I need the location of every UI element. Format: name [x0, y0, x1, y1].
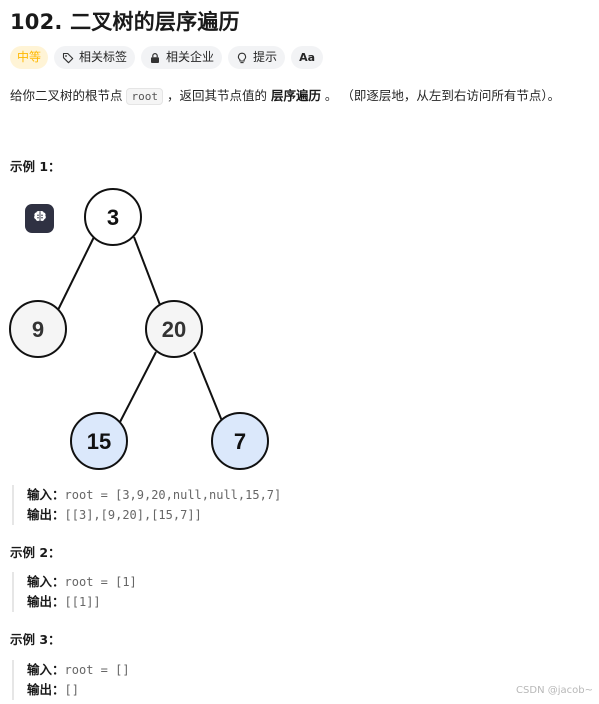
tree-edge-3-9 — [57, 236, 95, 311]
inline-code-root: root — [126, 88, 163, 105]
hint-label: 提示 — [253, 50, 278, 64]
output-value: [[1]] — [64, 595, 101, 609]
example-1-heading: 示例 1： — [10, 159, 61, 174]
example-1-output-line: 输出：[[3],[9,20],[15,7]] — [27, 505, 281, 525]
tree-node-circle — [70, 412, 128, 470]
tree-node-circle — [84, 188, 142, 246]
output-value: [[3],[9,20],[15,7]] — [64, 508, 202, 522]
description-text-2: ，返回其节点值的 — [162, 88, 271, 103]
example-1-io: 输入：root = [3,9,20,null,null,15,7] 输出：[[3… — [12, 485, 281, 525]
example-3-input-line: 输入：root = [] — [27, 660, 130, 680]
output-label: 输出： — [27, 594, 65, 609]
difficulty-label: 中等 — [17, 50, 42, 64]
example-2-input-line: 输入：root = [1] — [27, 572, 137, 592]
brain-icon — [32, 209, 48, 229]
output-label: 输出： — [27, 682, 65, 697]
tree-node: 9 — [9, 300, 67, 358]
output-label: 输出： — [27, 507, 65, 522]
difficulty-badge[interactable]: 中等 — [10, 46, 49, 69]
tree-node-circle — [9, 300, 67, 358]
lightbulb-icon — [236, 52, 248, 64]
input-value: root = [] — [64, 663, 130, 677]
binary-tree-diagram: 3 9 20 15 7 — [9, 188, 269, 470]
input-value: root = [3,9,20,null,null,15,7] — [64, 488, 282, 502]
tag-bar: 中等 相关标签 相关企业 提示 Aa — [10, 46, 323, 70]
example-2-output-line: 输出：[[1]] — [27, 592, 137, 612]
input-label: 输入： — [27, 574, 65, 589]
lock-icon — [149, 52, 161, 64]
example-3-output-line: 输出：[] — [27, 680, 130, 700]
tree-edge-20-7 — [193, 351, 223, 422]
description-text-3: 。 （即逐层地，从左到右访问所有节点）。 — [320, 88, 561, 103]
tree-node: 20 — [145, 300, 203, 358]
input-label: 输入： — [27, 662, 65, 677]
tree-node-label: 7 — [234, 429, 246, 454]
input-value: root = [1] — [64, 575, 137, 589]
watermark: CSDN @jacob~ — [516, 685, 593, 696]
related-tags-button[interactable]: 相关标签 — [54, 46, 136, 69]
tree-edge-20-15 — [119, 351, 157, 423]
related-tags-label: 相关标签 — [79, 50, 128, 64]
tree-node-label: 20 — [162, 317, 186, 342]
output-value: [] — [64, 683, 79, 697]
example-3-heading: 示例 3： — [10, 632, 61, 647]
tree-node-circle — [145, 300, 203, 358]
tree-node: 7 — [211, 412, 269, 470]
translate-icon: Aa — [299, 51, 315, 64]
problem-description: 给你二叉树的根节点 root ，返回其节点值的 层序遍历 。 （即逐层地，从左到… — [10, 85, 561, 105]
description-bold-text: 层序遍历 — [270, 88, 321, 103]
example-3-io: 输入：root = [] 输出：[] — [12, 660, 130, 700]
tag-icon — [62, 52, 74, 64]
tree-node-label: 3 — [107, 205, 119, 230]
example-2-io: 输入：root = [1] 输出：[[1]] — [12, 572, 137, 612]
tree-node-circle — [211, 412, 269, 470]
translate-button[interactable]: Aa — [291, 46, 323, 69]
page-title: 102. 二叉树的层序遍历 — [10, 10, 240, 34]
tree-node: 3 — [84, 188, 142, 246]
tree-node-label: 9 — [32, 317, 44, 342]
tree-edge-3-20 — [133, 236, 161, 306]
tree-node: 15 — [70, 412, 128, 470]
input-label: 输入： — [27, 487, 65, 502]
ai-assistant-button[interactable] — [25, 204, 54, 233]
example-2-heading: 示例 2： — [10, 545, 61, 560]
tree-node-label: 15 — [87, 429, 111, 454]
related-companies-button[interactable]: 相关企业 — [141, 46, 223, 69]
description-text-1: 给你二叉树的根节点 — [10, 88, 127, 103]
hint-button[interactable]: 提示 — [228, 46, 286, 69]
related-companies-label: 相关企业 — [166, 50, 215, 64]
example-1-input-line: 输入：root = [3,9,20,null,null,15,7] — [27, 485, 281, 505]
